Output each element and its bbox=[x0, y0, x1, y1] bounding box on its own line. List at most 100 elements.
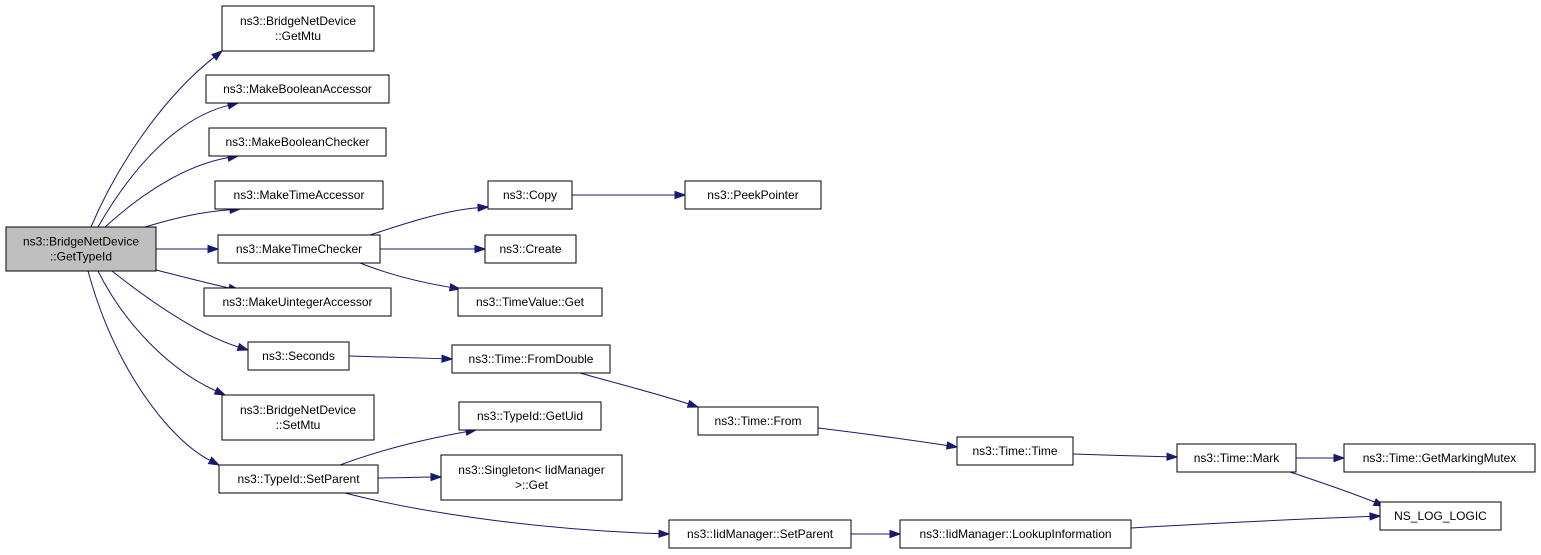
node-singleton[interactable]: ns3::Singleton< IidManager>::Get bbox=[440, 454, 623, 501]
node-mkuacc[interactable]: ns3::MakeUintegerAccessor bbox=[203, 287, 392, 317]
edge-line bbox=[1072, 453, 1168, 458]
node-ttime[interactable]: ns3::Time::Time bbox=[956, 436, 1074, 466]
edge-line bbox=[144, 209, 231, 228]
edge-line bbox=[90, 56, 215, 228]
edge-iidsetpar-to-lookup bbox=[850, 529, 902, 539]
node-label: ::SetMtu bbox=[276, 418, 321, 432]
node-box bbox=[440, 454, 623, 501]
edge-fromdbl-to-tfrom bbox=[579, 372, 700, 408]
edge-line bbox=[104, 157, 229, 228]
node-box bbox=[899, 519, 1132, 549]
arrowhead bbox=[945, 441, 959, 450]
node-label: ns3::IidManager::LookupInformation bbox=[919, 527, 1111, 541]
node-label: ns3::TypeId::GetUid bbox=[477, 409, 583, 423]
node-label: >::Get bbox=[515, 478, 549, 492]
edge-root-to-mktchk bbox=[156, 244, 220, 254]
node-label: ns3::BridgeNetDevice bbox=[240, 14, 356, 28]
arrowhead bbox=[430, 472, 443, 482]
edge-root-to-seconds bbox=[111, 270, 250, 351]
node-label: ns3::BridgeNetDevice bbox=[240, 403, 356, 417]
arrowhead bbox=[441, 354, 454, 363]
node-create[interactable]: ns3::Create bbox=[484, 234, 577, 264]
edge-mark-to-nslog bbox=[1289, 471, 1386, 507]
arrowhead bbox=[213, 386, 227, 396]
node-box bbox=[218, 464, 379, 494]
node-label: ns3::Time::From bbox=[715, 414, 802, 428]
edge-line bbox=[377, 476, 432, 479]
edge-ttime-to-mark bbox=[1072, 452, 1179, 461]
edge-line bbox=[1289, 471, 1375, 503]
node-mark[interactable]: ns3::Time::Mark bbox=[1176, 443, 1297, 473]
node-getuid[interactable]: ns3::TypeId::GetUid bbox=[458, 401, 602, 431]
edge-line bbox=[1130, 515, 1371, 529]
node-box bbox=[451, 344, 611, 374]
arrowhead bbox=[448, 283, 462, 292]
node-copy[interactable]: ns3::Copy bbox=[487, 180, 573, 210]
node-setmtu[interactable]: ns3::BridgeNetDevice::SetMtu bbox=[221, 394, 375, 441]
node-mutex[interactable]: ns3::Time::GetMarkingMutex bbox=[1343, 443, 1536, 473]
edge-root-to-mkbacc bbox=[97, 101, 240, 228]
arrowhead bbox=[1333, 453, 1346, 463]
node-label: ns3::TimeValue::Get bbox=[476, 295, 585, 309]
edge-line bbox=[344, 492, 660, 535]
node-mkbacc[interactable]: ns3::MakeBooleanAccessor bbox=[205, 74, 390, 104]
arrowhead bbox=[207, 244, 220, 254]
node-getmtu[interactable]: ns3::BridgeNetDevice::GetMtu bbox=[221, 5, 375, 52]
edge-line bbox=[87, 270, 211, 461]
node-peek[interactable]: ns3::PeekPointer bbox=[684, 180, 822, 210]
node-label: ns3::Time::GetMarkingMutex bbox=[1363, 451, 1517, 465]
node-label: ns3::PeekPointer bbox=[707, 188, 798, 202]
node-box bbox=[247, 341, 350, 371]
node-box bbox=[458, 401, 602, 431]
arrowhead bbox=[889, 529, 902, 539]
node-fromdbl[interactable]: ns3::Time::FromDouble bbox=[451, 344, 611, 374]
edge-line bbox=[97, 104, 229, 228]
node-iidsetpar[interactable]: ns3::IidManager::SetParent bbox=[668, 519, 852, 549]
node-label: ns3::MakeTimeAccessor bbox=[234, 188, 365, 202]
node-nslog[interactable]: NS_LOG_LOGIC bbox=[1379, 501, 1502, 531]
edge-line bbox=[817, 427, 948, 447]
node-tfrom[interactable]: ns3::Time::From bbox=[697, 406, 819, 436]
edge-seconds-to-fromdbl bbox=[348, 354, 454, 363]
node-label: ns3::Create bbox=[499, 242, 561, 256]
edge-line bbox=[97, 270, 217, 392]
node-box bbox=[217, 234, 381, 264]
node-label: NS_LOG_LOGIC bbox=[1394, 509, 1487, 523]
node-box bbox=[205, 74, 390, 104]
arrowhead bbox=[1166, 452, 1179, 461]
edge-lookup-to-nslog bbox=[1130, 512, 1382, 529]
edge-line bbox=[369, 207, 479, 236]
node-tsetpar[interactable]: ns3::TypeId::SetParent bbox=[218, 464, 379, 494]
node-box bbox=[221, 5, 375, 52]
edge-tfrom-to-ttime bbox=[817, 427, 959, 450]
node-label: ns3::BridgeNetDevice bbox=[23, 235, 139, 249]
node-box bbox=[684, 180, 822, 210]
node-box bbox=[203, 287, 392, 317]
node-seconds[interactable]: ns3::Seconds bbox=[247, 341, 350, 371]
node-label: ns3::Time::Time bbox=[972, 444, 1057, 458]
node-mktacc[interactable]: ns3::MakeTimeAccessor bbox=[214, 180, 384, 210]
node-label: ns3::MakeBooleanChecker bbox=[225, 135, 369, 149]
edge-line bbox=[359, 262, 451, 288]
node-box bbox=[668, 519, 852, 549]
edge-root-to-tsetpar bbox=[87, 270, 221, 466]
edge-copy-to-peek bbox=[572, 190, 687, 200]
arrowhead bbox=[474, 244, 487, 254]
edge-line bbox=[111, 270, 239, 348]
node-box bbox=[697, 406, 819, 436]
edge-tsetpar-to-iidsetpar bbox=[344, 492, 671, 538]
node-mktchk[interactable]: ns3::MakeTimeChecker bbox=[217, 234, 381, 264]
node-mkbchk[interactable]: ns3::MakeBooleanChecker bbox=[208, 127, 387, 157]
node-box bbox=[487, 180, 573, 210]
node-box bbox=[208, 127, 387, 157]
arrowhead bbox=[686, 399, 700, 408]
node-lookup[interactable]: ns3::IidManager::LookupInformation bbox=[899, 519, 1132, 549]
node-label: ns3::Copy bbox=[503, 188, 557, 202]
edge-root-to-getmtu bbox=[90, 50, 224, 228]
node-root: ns3::BridgeNetDevice::GetTypeId bbox=[5, 226, 157, 272]
node-tvget[interactable]: ns3::TimeValue::Get bbox=[457, 287, 603, 317]
node-label: ns3::MakeBooleanAccessor bbox=[223, 82, 372, 96]
node-label: ns3::TypeId::SetParent bbox=[237, 472, 360, 486]
node-box bbox=[1343, 443, 1536, 473]
